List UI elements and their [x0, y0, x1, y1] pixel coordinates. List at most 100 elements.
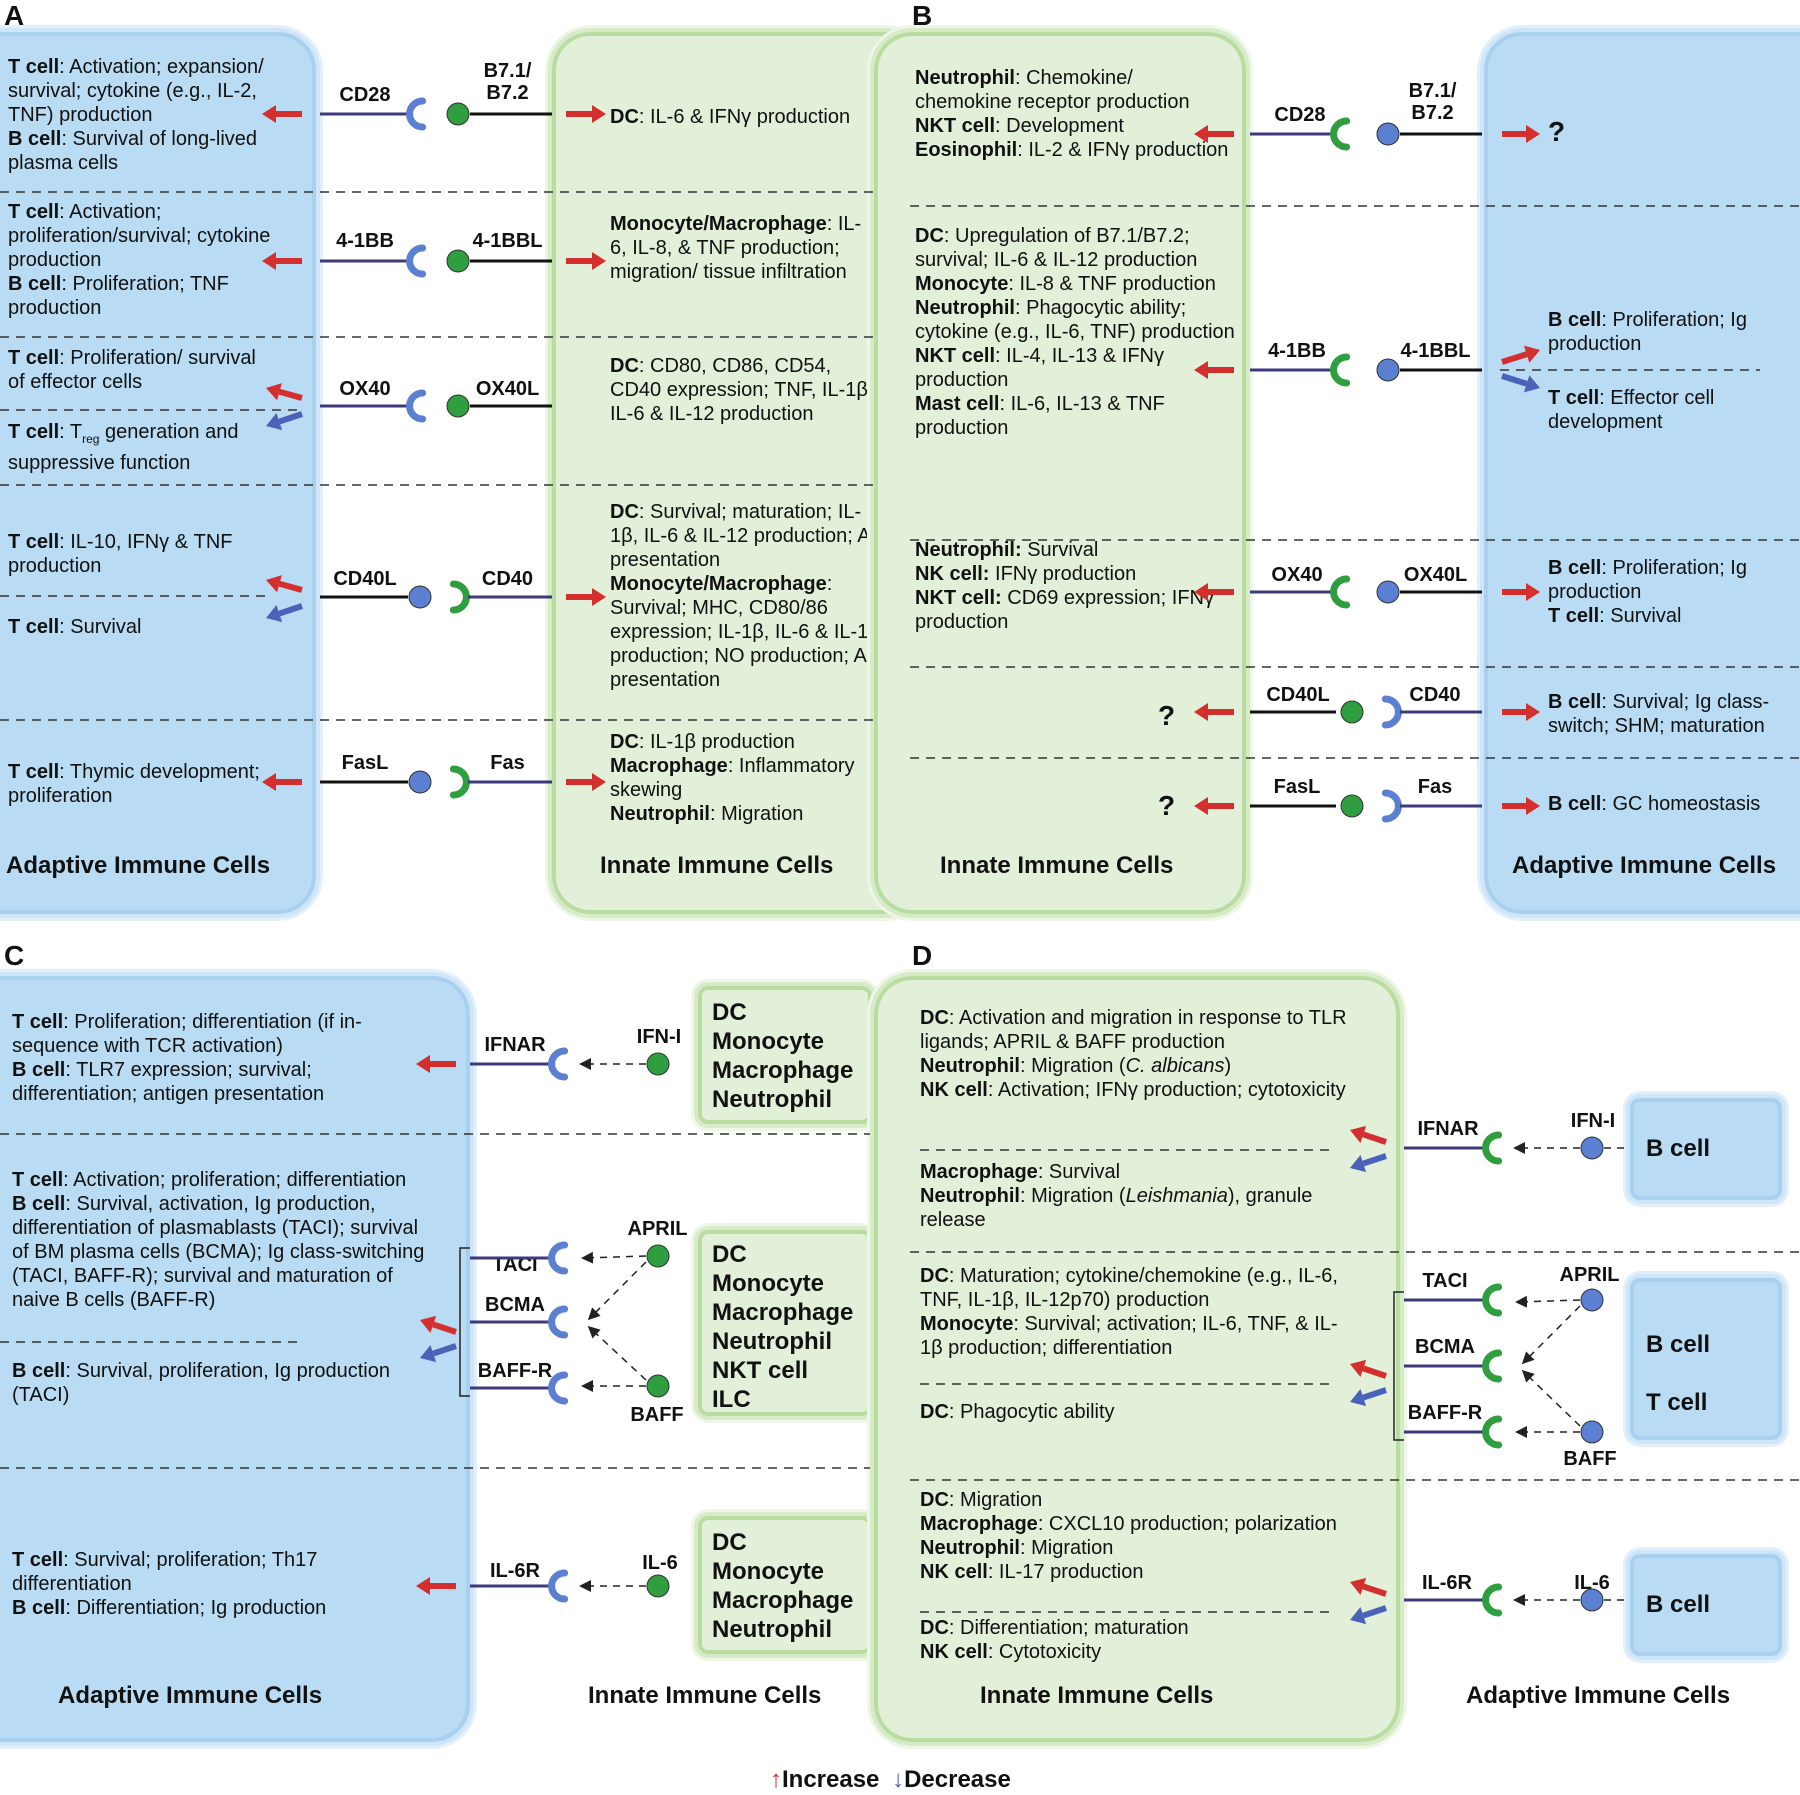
legend-increase: Increase: [782, 1766, 880, 1793]
receptor-cup-icon: [1330, 575, 1351, 609]
decrease-arrow-icon: [420, 1345, 437, 1363]
a-row3-left-inc: T cell: Proliferation/ survival of effec…: [8, 347, 256, 393]
d-row3-cells: B cell: [1646, 1591, 1711, 1618]
b-row5-right: B cell: GC homeostasis: [1548, 793, 1761, 815]
divider-lines: [0, 191, 1800, 1613]
decrease-arrow-icon: [266, 413, 283, 431]
receptor-cup-icon: [406, 389, 427, 423]
c-row2-ligand-baff: BAFF: [630, 1404, 684, 1426]
c-box3: [694, 1512, 876, 1658]
c-row1-ligand: IFN-I: [636, 1026, 682, 1048]
ligand-ball-icon: [646, 1052, 670, 1076]
b-row4-left-unknown: ?: [1158, 700, 1176, 731]
increase-arrow-icon: [432, 1321, 457, 1335]
d-row1-receptor: IFNAR: [1417, 1118, 1479, 1140]
increase-arrow-icon: [1362, 1131, 1387, 1145]
legend: ↑Increase ↓Decrease: [770, 1766, 1011, 1794]
increase-arrow-icon: [1526, 703, 1540, 721]
decrease-arrow-icon: [1362, 1605, 1387, 1619]
c-row3-ligand: IL-6: [642, 1552, 678, 1574]
receptor-cup-icon: [406, 97, 427, 131]
increase-arrow-icon: ↑: [770, 1766, 782, 1793]
decrease-arrow-icon: ↓: [892, 1766, 905, 1793]
receptor-cup-icon: [548, 1241, 569, 1275]
d-box2: [1626, 1274, 1786, 1444]
c-row2-left-dec: B cell: Survival, proliferation, Ig prod…: [12, 1360, 390, 1406]
b-row4-receptor: CD40L: [1266, 684, 1330, 706]
b-row1-right-unknown: ?: [1548, 116, 1566, 147]
c-box1: [694, 982, 876, 1128]
receptor-cup-icon: [1482, 1283, 1503, 1317]
increase-arrow-icon: [592, 588, 606, 606]
ligand-ball-icon: [446, 102, 470, 126]
b-row2-ligand: 4-1BBL: [1400, 340, 1471, 362]
a-row2-receptor: 4-1BB: [336, 230, 394, 252]
increase-arrow-icon: [1350, 1359, 1367, 1377]
receptor-cup-icon: [1381, 695, 1402, 729]
a-row4-receptor: CD40L: [333, 568, 397, 590]
b-row5-receptor: FasL: [1273, 776, 1321, 798]
c-row1-left: T cell: Proliferation; differentiation (…: [12, 1011, 362, 1105]
increase-arrow-icon: [262, 252, 276, 270]
d-row2-left-dec: DC: Phagocytic ability: [920, 1401, 1115, 1423]
increase-arrow-icon: [1526, 797, 1540, 815]
a-row3-right: DC: CD80, CD86, CD54, CD40 expression; T…: [610, 355, 874, 425]
signal-line: [581, 1251, 647, 1264]
receptor-cup-icon: [1482, 1349, 1503, 1383]
b-row5-left-unknown: ?: [1158, 790, 1176, 821]
b-row2-right-inc: B cell: Proliferation; Ig production: [1548, 309, 1747, 355]
receptor-bracket: [1393, 1291, 1404, 1441]
increase-arrow-icon: [420, 1315, 437, 1333]
a-row1-right: DC: IL-6 & IFNγ production: [610, 106, 851, 128]
increase-arrow-icon: [1526, 583, 1540, 601]
a-row2-right: Monocyte/Macrophage: IL-6, IL-8, & TNF p…: [610, 213, 862, 283]
ligand-ball-icon: [408, 585, 432, 609]
increase-arrow-icon: [1194, 125, 1208, 143]
ligand-ball-icon: [1376, 122, 1400, 146]
c-row3-left: T cell: Survival; proliferation; Th17 di…: [12, 1549, 327, 1619]
decrease-arrow-icon: [432, 1343, 457, 1357]
panel-letter-d: D: [912, 940, 933, 971]
receptor-cup-icon: [548, 1047, 569, 1081]
b-row2-receptor: 4-1BB: [1268, 340, 1326, 362]
c-left-title: Adaptive Immune Cells: [58, 1682, 323, 1709]
increase-arrow-icon: [592, 252, 606, 270]
b-row4-ligand: CD40: [1409, 684, 1461, 706]
b-row1-left: Neutrophil: Chemokine/ chemokine recepto…: [915, 67, 1229, 161]
decrease-arrow-icon: [1362, 1153, 1387, 1167]
increase-arrow-icon: [416, 1055, 430, 1073]
receptor-cup-icon: [1381, 789, 1402, 823]
d-row3-ligand: IL-6: [1574, 1572, 1610, 1594]
d-row2-receptor-taci: TACI: [1422, 1270, 1468, 1292]
increase-arrow-icon: [262, 105, 276, 123]
decrease-arrow-icon: [1350, 1389, 1367, 1407]
ligand-ball-icon: [446, 394, 470, 418]
signal-line: [1515, 1295, 1581, 1308]
a-right-title: Innate Immune Cells: [600, 852, 834, 879]
increase-arrow-icon: [1501, 351, 1528, 365]
b-row5-ligand: Fas: [1417, 776, 1453, 798]
ligand-ball-icon: [1580, 1288, 1604, 1312]
c-row2-receptor-baffr: BAFF-R: [477, 1360, 553, 1382]
ligand-ball-icon: [1580, 1588, 1604, 1612]
d-row1-cells: B cell: [1646, 1135, 1711, 1162]
a-row4-left-inc: T cell: IL-10, IFNγ & TNF production: [8, 531, 233, 577]
c-adaptive-cell: [0, 972, 474, 1746]
a-innate-cell: [548, 28, 928, 918]
decrease-arrow-icon: [1362, 1387, 1387, 1401]
increase-arrow-icon: [592, 773, 606, 791]
d-row2-receptor-baffr: BAFF-R: [1407, 1402, 1483, 1424]
ligand-ball-icon: [646, 1374, 670, 1398]
b-row3-left: Neutrophil: Survival NK cell: IFNγ produ…: [915, 539, 1214, 633]
receptor-cup-icon: [1330, 353, 1351, 387]
b-row4-right: B cell: Survival; Ig class-switch; SHM; …: [1548, 691, 1770, 737]
increase-arrow-icon: [1194, 583, 1208, 601]
increase-arrow-icon: [592, 105, 606, 123]
receptor-cup-icon: [548, 1371, 569, 1405]
a-row5-receptor: FasL: [341, 752, 389, 774]
